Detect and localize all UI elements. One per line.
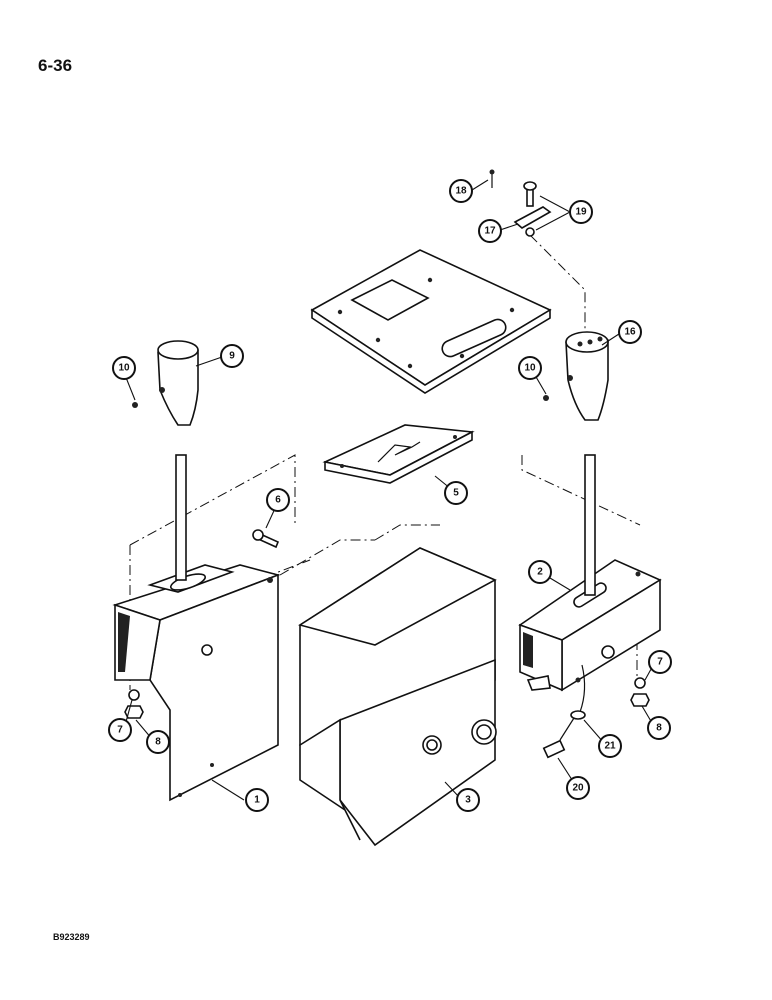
svg-text:2: 2 xyxy=(537,567,543,578)
switch-hardware xyxy=(489,169,552,237)
left-shift-lever xyxy=(157,340,199,581)
callout-7-right: 7 xyxy=(648,650,672,674)
callout-18: 18 xyxy=(449,179,473,203)
svg-text:8: 8 xyxy=(656,723,662,734)
callout-2: 2 xyxy=(528,560,552,584)
svg-text:5: 5 xyxy=(453,488,459,499)
callout-5: 5 xyxy=(444,481,468,505)
right-shift-lever xyxy=(565,331,609,596)
callout-9: 9 xyxy=(220,344,244,368)
console-cover xyxy=(298,547,497,847)
svg-text:1: 1 xyxy=(254,795,260,806)
callout-16: 16 xyxy=(618,320,642,344)
figure-code: B923289 xyxy=(53,932,90,942)
callout-17: 17 xyxy=(478,219,502,243)
svg-text:7: 7 xyxy=(117,725,123,736)
callout-21: 21 xyxy=(598,734,622,758)
svg-text:8: 8 xyxy=(155,737,161,748)
page-number: 6-36 xyxy=(38,56,73,75)
callout-10-right: 10 xyxy=(518,356,542,380)
svg-text:21: 21 xyxy=(604,741,616,752)
floor-mat xyxy=(310,249,552,394)
svg-text:10: 10 xyxy=(118,363,130,374)
callout-19: 19 xyxy=(569,200,593,224)
svg-text:9: 9 xyxy=(229,351,235,362)
callout-10-left: 10 xyxy=(112,356,136,380)
svg-text:19: 19 xyxy=(575,207,587,218)
svg-text:6: 6 xyxy=(275,495,281,506)
svg-text:10: 10 xyxy=(524,363,536,374)
svg-text:18: 18 xyxy=(455,186,467,197)
callout-6: 6 xyxy=(266,488,290,512)
callout-7-left: 7 xyxy=(108,718,132,742)
left-bracket xyxy=(112,564,281,802)
svg-text:17: 17 xyxy=(484,226,496,237)
gate-plate xyxy=(322,424,475,484)
right-bracket xyxy=(518,559,662,692)
callout-20: 20 xyxy=(566,776,590,800)
svg-text:20: 20 xyxy=(572,783,584,794)
svg-text:16: 16 xyxy=(624,327,636,338)
callout-8-right: 8 xyxy=(647,716,671,740)
callout-8-left: 8 xyxy=(146,730,170,754)
svg-text:7: 7 xyxy=(657,657,663,668)
fasteners xyxy=(124,395,650,719)
wire-harness xyxy=(542,664,586,759)
svg-text:3: 3 xyxy=(465,795,471,806)
callout-1: 1 xyxy=(245,788,269,812)
callout-3: 3 xyxy=(456,788,480,812)
